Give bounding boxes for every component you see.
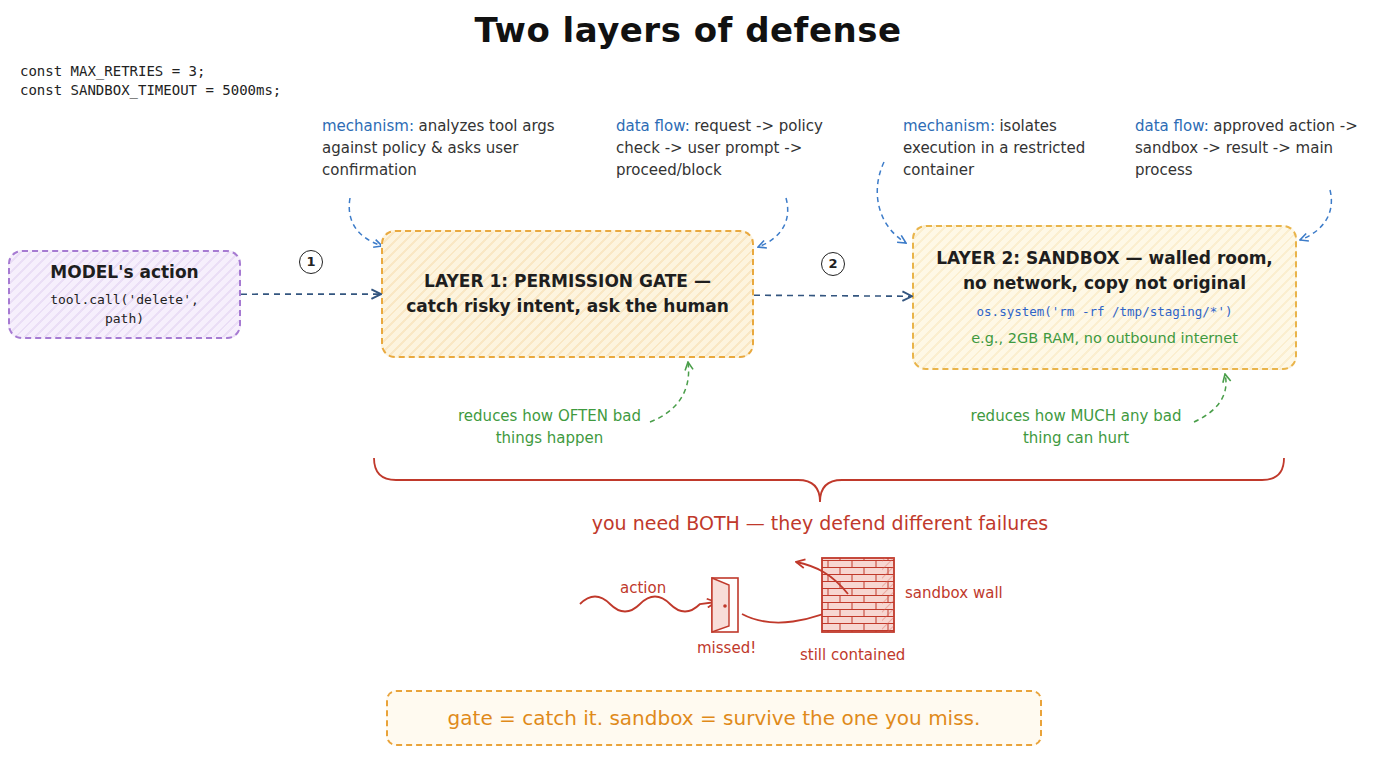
flow-arrow bbox=[241, 293, 381, 295]
leader-arrow bbox=[1194, 374, 1226, 422]
annotation-group: action bbox=[620, 578, 700, 600]
annotation-group: mechanism:isolates execution in a restri… bbox=[903, 116, 1103, 181]
annotation-group: const MAX_RETRIES = 3;const SANDBOX_TIME… bbox=[20, 62, 440, 100]
annotation-group: sandbox wall bbox=[905, 583, 1045, 605]
summary-box: gate = catch it. sandbox = survive the o… bbox=[386, 690, 1042, 746]
annotation-key: data flow: bbox=[1135, 117, 1209, 135]
annotation-key: mechanism: bbox=[322, 117, 414, 135]
illustration-label: action bbox=[620, 579, 666, 597]
effect-note: reduces how OFTEN bad things happen bbox=[458, 407, 641, 447]
code-constant: const SANDBOX_TIMEOUT = 5000ms; bbox=[20, 81, 440, 100]
annotation-group: reduces how OFTEN bad things happen bbox=[452, 406, 647, 450]
box-heading: MODEL's action bbox=[50, 260, 198, 286]
action-arrow bbox=[580, 597, 716, 612]
code-constant: const MAX_RETRIES = 3; bbox=[20, 62, 440, 81]
sandbox-wall bbox=[822, 558, 894, 632]
door-frame bbox=[712, 578, 738, 632]
diagram-title: Two layers of defense bbox=[0, 10, 1376, 50]
annotation-key: data flow: bbox=[616, 117, 690, 135]
step-number: 2 bbox=[821, 252, 845, 276]
annotation-group: still contained bbox=[800, 645, 940, 667]
leader-arrow bbox=[1300, 190, 1331, 240]
effect-note: reduces how MUCH any bad thing can hurt bbox=[971, 407, 1182, 447]
flow-arrow bbox=[754, 295, 912, 296]
illustration-label: sandbox wall bbox=[905, 584, 1003, 602]
box-heading: LAYER 1: PERMISSION GATE — catch risky i… bbox=[403, 269, 732, 320]
code-snippet: tool.call('delete', path) bbox=[30, 290, 219, 329]
box-heading: LAYER 2: SANDBOX — walled room, no netwo… bbox=[934, 246, 1275, 297]
sandbox-box: LAYER 2: SANDBOX — walled room, no netwo… bbox=[912, 225, 1297, 370]
annotation-group: missed! bbox=[697, 638, 777, 660]
box-note: e.g., 2GB RAM, no outbound internet bbox=[971, 328, 1238, 350]
leader-arrow bbox=[758, 198, 788, 247]
illustration-label: still contained bbox=[800, 646, 905, 664]
annotation-group: reduces how MUCH any bad thing can hurt bbox=[960, 406, 1192, 450]
door-panel bbox=[712, 578, 729, 632]
annotation-group: data flow:request -> policy check -> use… bbox=[616, 116, 831, 181]
bounce-arrow bbox=[796, 562, 848, 594]
gate-box: LAYER 1: PERMISSION GATE — catch risky i… bbox=[381, 230, 754, 358]
annotation-key: mechanism: bbox=[903, 117, 995, 135]
leader-arrow bbox=[650, 362, 689, 422]
leader-arrow bbox=[877, 162, 906, 243]
conclusion-text: you need BOTH — they defend different fa… bbox=[592, 512, 1048, 534]
step-number: 1 bbox=[299, 250, 323, 274]
illustration-label: missed! bbox=[697, 639, 756, 657]
summary-text: gate = catch it. sandbox = survive the o… bbox=[448, 703, 981, 733]
action-box: MODEL's action tool.call('delete', path) bbox=[8, 250, 241, 339]
curly-brace bbox=[374, 458, 1284, 502]
leader-arrow bbox=[349, 198, 382, 246]
code-snippet: os.system('rm -rf /tmp/staging/*') bbox=[977, 303, 1233, 322]
annotation-group: mechanism:analyzes tool args against pol… bbox=[322, 116, 572, 181]
annotation-group: you need BOTH — they defend different fa… bbox=[420, 510, 1220, 538]
door-knob bbox=[723, 604, 727, 608]
wall-shade bbox=[882, 558, 894, 632]
annotation-group: data flow:approved action -> sandbox -> … bbox=[1135, 116, 1371, 181]
